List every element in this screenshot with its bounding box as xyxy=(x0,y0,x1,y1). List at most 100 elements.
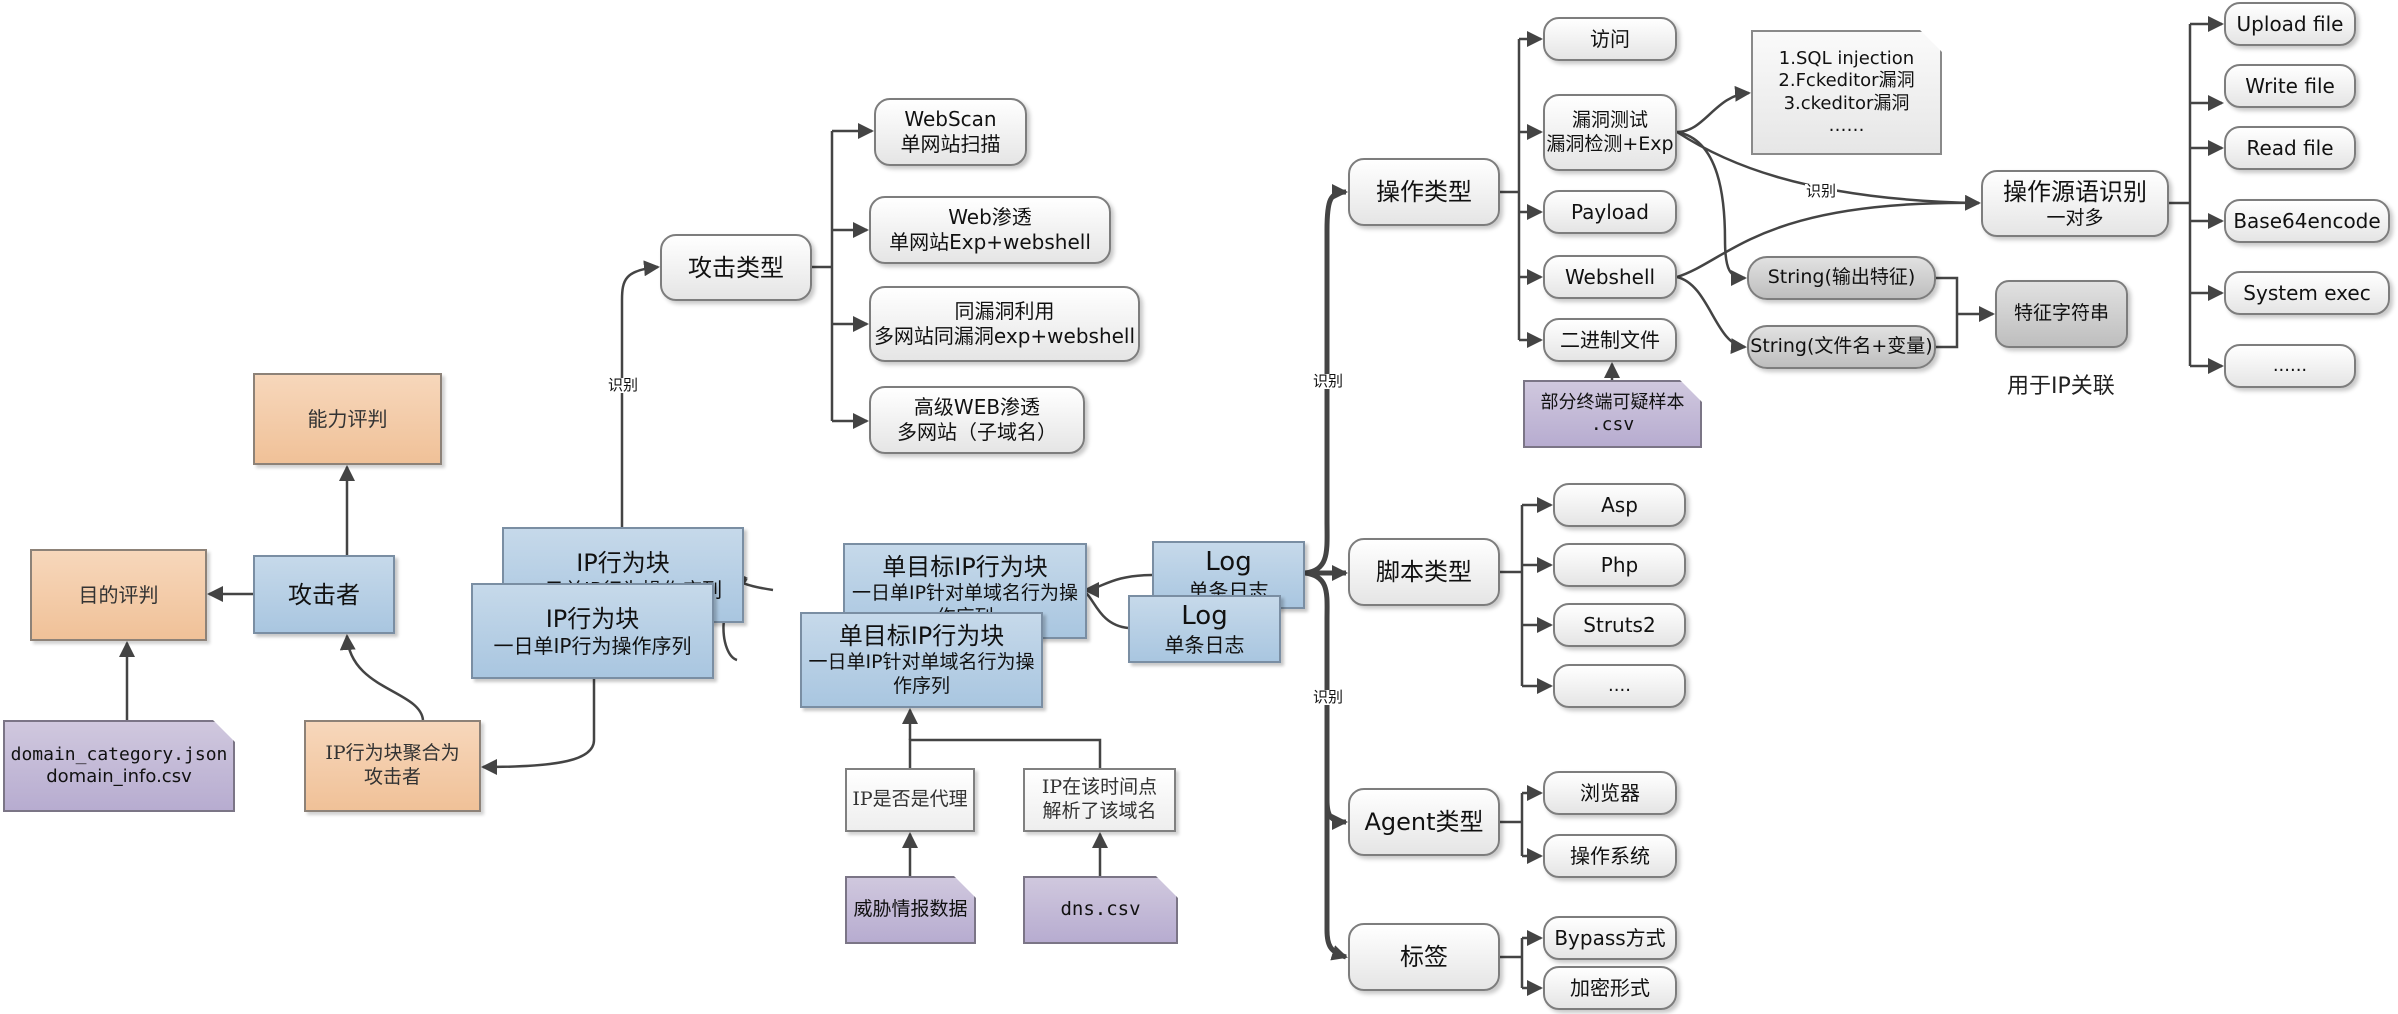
ip-association-label: 用于IP关联 xyxy=(2007,374,2115,399)
dns-resolved-label: IP在该时间点解析了该域名 xyxy=(1041,776,1158,822)
identify-label-primitive: 识别 xyxy=(1805,182,1838,200)
primitive-recognition-title: 操作源语识别 xyxy=(2003,177,2147,206)
domain-data-file: domain_category.json domain_info.csv xyxy=(3,720,235,812)
string-filename-label: String(文件名+变量) xyxy=(1750,335,1933,358)
web-pentest-title: Web渗透 xyxy=(948,205,1032,229)
single-target-block-node: 单目标IP行为块 一日单IP针对单域名行为操作序列 xyxy=(800,612,1043,708)
attack-type-webscan: WebScan 单网站扫描 xyxy=(874,98,1027,166)
op-webshell-label: Webshell xyxy=(1564,264,1656,289)
op-webshell: Webshell xyxy=(1543,255,1677,299)
threat-intel-label: 威胁情报数据 xyxy=(853,898,968,921)
domain-info-file: domain_info.csv xyxy=(46,766,192,787)
primitive-recognition-subtitle: 一对多 xyxy=(2046,206,2104,229)
identify-label-agent: 识别 xyxy=(1312,688,1345,706)
primitive-label: System exec xyxy=(2243,280,2371,305)
domain-category-file: domain_category.json xyxy=(10,743,228,765)
op-binary-label: 二进制文件 xyxy=(1560,327,1660,352)
dns-csv-file: dns.csv xyxy=(1023,876,1178,944)
edge-log-single-1 xyxy=(1083,573,1153,598)
primitive-label: Write file xyxy=(2245,73,2335,98)
is-proxy-label: IP是否是代理 xyxy=(852,788,968,811)
attack-type-node: 攻击类型 xyxy=(660,234,812,301)
dns-resolved-node: IP在该时间点解析了该域名 xyxy=(1023,768,1176,832)
identify-label-operation: 识别 xyxy=(1312,372,1345,390)
primitive-label: Upload file xyxy=(2236,11,2344,36)
primitive-write: Write file xyxy=(2224,64,2356,108)
primitive-upload: Upload file xyxy=(2224,2,2356,46)
op-vuln-test: 漏洞测试 漏洞检测+Exp xyxy=(1543,94,1677,171)
primitive-recognition-node: 操作源语识别 一对多 xyxy=(1981,170,2169,237)
op-visit-label: 访问 xyxy=(1590,26,1630,51)
primitive-label: Base64encode xyxy=(2233,208,2381,233)
tags-label: 标签 xyxy=(1400,943,1448,971)
primitive-read: Read file xyxy=(2224,126,2356,170)
suspicious-samples-name: 部分终端可疑样本 xyxy=(1540,391,1685,413)
tag-bypass: Bypass方式 xyxy=(1543,916,1677,960)
agent-os: 操作系统 xyxy=(1543,834,1677,878)
primitive-label: ...... xyxy=(2272,354,2308,376)
suspicious-samples-ext: .csv xyxy=(1590,414,1635,435)
ip-block-subtitle: 一日单IP行为操作序列 xyxy=(493,633,692,658)
purpose-eval-label: 目的评判 xyxy=(78,582,159,607)
advanced-title: 高级WEB渗透 xyxy=(913,395,1041,419)
tag-label: Bypass方式 xyxy=(1554,925,1666,950)
primitive-label: Read file xyxy=(2246,135,2334,160)
attack-type-advanced: 高级WEB渗透 多网站（子域名） xyxy=(869,386,1085,454)
agent-type-node: Agent类型 xyxy=(1348,788,1500,856)
script-label: Php xyxy=(1600,552,1639,577)
script-label: Asp xyxy=(1601,492,1638,517)
op-vuln-test-title: 漏洞测试 xyxy=(1571,108,1648,131)
primitive-base64: Base64encode xyxy=(2224,199,2390,243)
suspicious-samples-file: 部分终端可疑样本 .csv xyxy=(1523,380,1702,448)
vuln-item: …… xyxy=(1828,115,1865,136)
vuln-item: 2.Fckeditor漏洞 xyxy=(1778,70,1915,91)
attacker-label: 攻击者 xyxy=(288,580,360,609)
webscan-subtitle: 单网站扫描 xyxy=(900,132,1001,156)
ability-eval-node: 能力评判 xyxy=(253,373,442,465)
attack-type-label: 攻击类型 xyxy=(688,253,784,282)
script-type-label: 脚本类型 xyxy=(1376,558,1472,586)
webscan-title: WebScan xyxy=(904,107,997,131)
primitive-system-exec: System exec xyxy=(2224,271,2390,315)
log-node: Log 单条日志 xyxy=(1128,595,1281,663)
ip-block-title: IP行为块 xyxy=(576,548,670,577)
identify-label-attack: 识别 xyxy=(607,376,640,394)
single-target-title: 单目标IP行为块 xyxy=(882,553,1048,582)
op-visit: 访问 xyxy=(1543,17,1677,61)
agent-label: 操作系统 xyxy=(1570,843,1650,868)
log-title: Log xyxy=(1181,601,1228,632)
ip-block-title: IP行为块 xyxy=(545,604,640,633)
attack-type-web-pentest: Web渗透 单网站Exp+webshell xyxy=(869,196,1111,264)
ability-eval-label: 能力评判 xyxy=(307,406,388,431)
script-label: Struts2 xyxy=(1583,612,1656,637)
attack-type-same-vuln: 同漏洞利用 多网站同漏洞exp+webshell xyxy=(869,286,1140,362)
script-type-node: 脚本类型 xyxy=(1348,538,1500,606)
web-pentest-subtitle: 单网站Exp+webshell xyxy=(889,230,1091,254)
op-vuln-test-subtitle: 漏洞检测+Exp xyxy=(1546,132,1674,155)
edge-log-tags xyxy=(1324,800,1348,961)
vuln-item: 1.SQL injection xyxy=(1778,47,1915,69)
tag-label: 加密形式 xyxy=(1570,975,1650,1000)
script-asp: Asp xyxy=(1553,483,1686,527)
is-proxy-node: IP是否是代理 xyxy=(845,768,975,832)
edge-ipblock-aggregate xyxy=(481,679,596,775)
single-target-title: 单目标IP行为块 xyxy=(838,622,1005,651)
script-struts2: Struts2 xyxy=(1553,603,1686,647)
tag-encryption: 加密形式 xyxy=(1543,966,1677,1010)
attacker-node: 攻击者 xyxy=(253,555,395,634)
aggregate-label: IP行为块聚合为攻击者 xyxy=(325,742,460,788)
single-target-subtitle: 一日单IP针对单域名行为操作序列 xyxy=(808,651,1035,697)
agent-type-label: Agent类型 xyxy=(1364,808,1484,836)
operation-type-label: 操作类型 xyxy=(1376,178,1472,206)
agent-browser: 浏览器 xyxy=(1543,771,1677,815)
tags-node: 标签 xyxy=(1348,923,1500,991)
script-label: .... xyxy=(1608,674,1631,696)
op-binary: 二进制文件 xyxy=(1543,318,1677,362)
dns-csv-label: dns.csv xyxy=(1060,898,1141,921)
vuln-item: 3.ckeditor漏洞 xyxy=(1783,92,1910,114)
string-output-label: String(输出特征) xyxy=(1767,266,1916,289)
advanced-subtitle: 多网站（子域名） xyxy=(897,420,1057,444)
agent-label: 浏览器 xyxy=(1580,780,1640,805)
edge-aggregate-attacker xyxy=(339,634,425,721)
op-payload-label: Payload xyxy=(1571,199,1649,224)
